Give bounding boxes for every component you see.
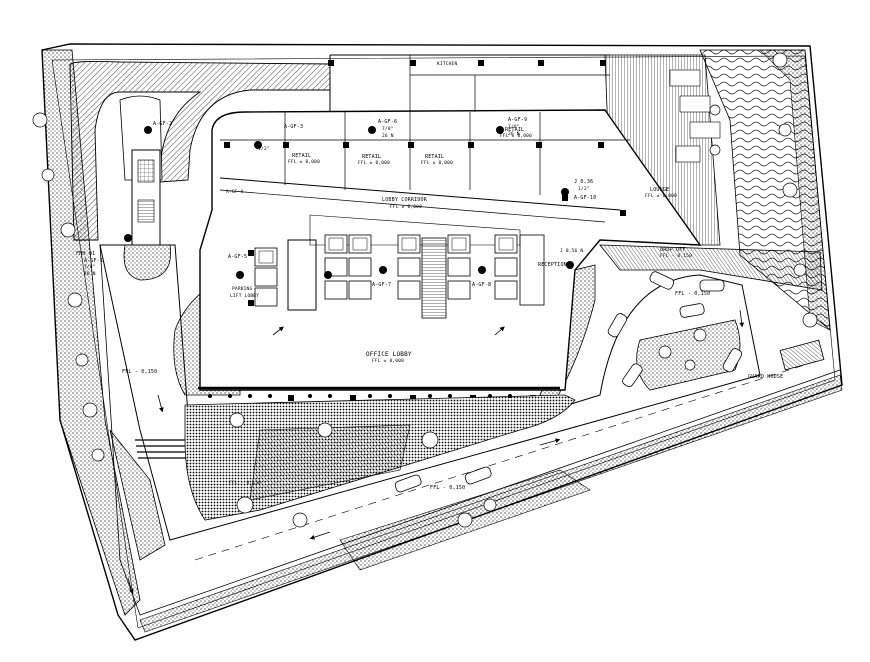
drop-off-canopy (599, 244, 823, 291)
label-drop-off: DROP OFF (660, 247, 686, 253)
label-dim-26n-3: 26 N (84, 272, 96, 277)
label-retail-2: RETAIL (362, 154, 382, 160)
label-dim-26n-1: 26 N (382, 134, 394, 139)
label-ffl-road-3: FFL - 0,150 (229, 481, 262, 486)
label-a-gf-4: A-GF-4 (226, 190, 244, 195)
roundabout-island (636, 319, 741, 391)
parking-ramp (69, 60, 331, 246)
label-retail-4: RETAIL (505, 127, 525, 133)
label-a-gf-2: A-GF-2 (153, 121, 173, 127)
label-dim-78-3: 7/8" (84, 265, 96, 270)
label-a-gf-6: A-GF-6 (378, 119, 398, 125)
planter-row (208, 394, 512, 398)
label-lobby-ffl: FFL ± 0,000 (390, 205, 423, 210)
label-dim-78-1: 7/8" (382, 127, 394, 132)
label-a-gf-8: A-GF-8 (472, 282, 492, 288)
traffic-arrows (127, 309, 745, 595)
label-retail-1: RETAIL (292, 153, 312, 159)
section-markers (124, 126, 574, 279)
label-ffl-4: FFL ± 0,000 (500, 134, 533, 139)
label-ffl-3: FFL ± 0,000 (421, 161, 454, 166)
label-ffl-1: FFL ± 0,000 (288, 160, 321, 165)
label-dim-half-1: 1/2" (258, 147, 270, 152)
label-kitchen: KITCHEN (437, 62, 458, 67)
label-office-ffl: FFL ± 0,000 (372, 359, 405, 364)
label-dim-056: J 0,56 N (560, 249, 584, 254)
label-guard-house: GUARD HOUSE (748, 374, 784, 380)
left-landscape-strip (41, 49, 166, 616)
label-a-gf-1: A-GF-1 (84, 258, 104, 264)
label-lift-lobby: LIFT LOBBY (230, 294, 260, 299)
label-ffl-2: FFL ± 0,000 (358, 161, 391, 166)
label-office-lobby: OFFICE LOBBY (366, 351, 412, 358)
label-retail-3: RETAIL (425, 154, 445, 160)
label-lounge-ffl: FFL ± 0,000 (645, 194, 678, 199)
label-a-gf-5: A-GF-5 (228, 254, 248, 260)
cars (394, 271, 743, 493)
label-ffl-road-2: FFL - 0,150 (430, 485, 466, 491)
label-ffl-dropoff: FFL - 0,150 (675, 291, 711, 297)
label-dim-78-2: 7/8" (508, 125, 520, 130)
label-lobby-corridor: LOBBY CORRIDOR (382, 197, 427, 203)
label-dim-26n-2: 26 N (508, 132, 520, 137)
label-parking-lift: PARKING (232, 287, 253, 292)
label-fmh: FMH 01 (76, 251, 96, 257)
guard-house (779, 339, 825, 371)
label-a-gf-3: A-GF-3 (284, 124, 304, 130)
label-dim-half-2: 1/2" (578, 187, 590, 192)
label-lounge: LOUNGE (650, 187, 670, 193)
label-ffl-road-1: FFL - 0,150 (122, 369, 158, 375)
lift-cores (254, 234, 545, 319)
label-a-gf-10: A-GF-10 (574, 195, 597, 201)
trees (32, 52, 818, 528)
label-dim-036: J 0,36 (574, 179, 594, 185)
label-reception: RECEPTION (538, 262, 567, 268)
label-a-gf-7: A-GF-7 (372, 282, 392, 288)
label-a-gf-9: A-GF-9 (508, 117, 528, 123)
label-drop-off-ffl: FFL - 0,150 (660, 254, 693, 259)
